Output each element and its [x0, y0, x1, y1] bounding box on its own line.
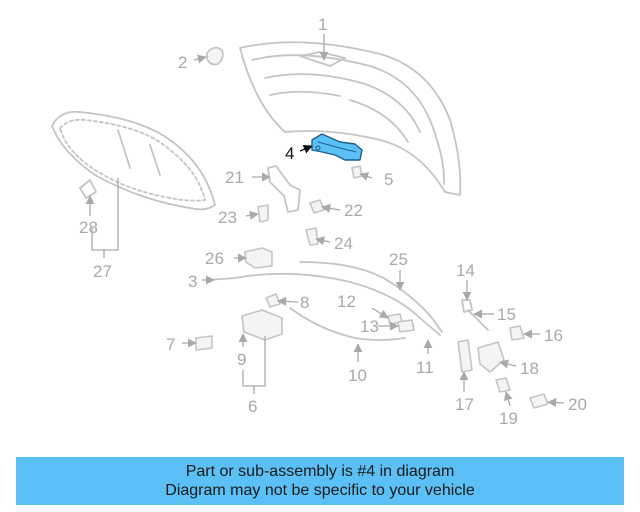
part-7-shape — [195, 335, 213, 351]
callout-8: 8 — [300, 293, 309, 312]
callout-1: 1 — [318, 15, 327, 34]
hood-insulator — [51, 110, 216, 211]
callout-6: 6 — [248, 397, 257, 416]
callout-21: 21 — [225, 168, 244, 187]
callout-2: 2 — [178, 53, 187, 72]
part-15-rod — [467, 309, 489, 331]
part-22-shape — [309, 199, 325, 214]
part-6-handle — [241, 309, 283, 341]
callout-17: 17 — [455, 395, 474, 414]
callout-5: 5 — [384, 170, 393, 189]
part-3-cable — [207, 272, 441, 336]
callout-13: 13 — [360, 317, 379, 336]
callout-12: 12 — [337, 292, 356, 311]
callout-23: 23 — [218, 208, 237, 227]
part-2-shape — [206, 46, 224, 66]
part-19-shape — [495, 377, 511, 393]
callout-14: 14 — [456, 261, 475, 280]
callout-18: 18 — [520, 359, 539, 378]
callout-4: 4 — [285, 144, 294, 163]
part-10-cable — [289, 307, 406, 341]
part-25-seal — [299, 261, 443, 333]
info-banner: Part or sub-assembly is #4 in diagram Di… — [16, 457, 624, 505]
part-14-shape — [461, 299, 473, 313]
callout-15: 15 — [497, 305, 516, 324]
callout-24: 24 — [334, 234, 353, 253]
part-13-shape — [397, 319, 415, 333]
part-28-shape — [79, 179, 97, 199]
part-5-shape — [351, 165, 363, 179]
part-16-shape — [509, 325, 525, 341]
callout-19: 19 — [499, 409, 518, 428]
callout-28: 28 — [79, 218, 98, 237]
callout-11: 11 — [416, 358, 434, 377]
part-24-shape — [305, 227, 319, 246]
callout-26: 26 — [205, 249, 224, 268]
part-17-shape — [457, 339, 473, 373]
callout-10: 10 — [348, 366, 367, 385]
callout-22: 22 — [344, 201, 363, 220]
callout-20: 20 — [568, 395, 587, 414]
callout-9: 9 — [237, 350, 246, 369]
banner-line-2: Diagram may not be specific to your vehi… — [165, 482, 475, 499]
part-4-highlighted — [311, 133, 363, 161]
part-18-shape — [477, 341, 505, 373]
part-21-shape — [267, 165, 301, 213]
parts-diagram: 1 2 3 4 5 6 7 8 9 10 11 12 13 14 15 16 1… — [51, 15, 587, 428]
part-26-shape — [244, 247, 273, 269]
callout-3: 3 — [188, 272, 197, 291]
callout-7: 7 — [166, 335, 175, 354]
callout-27: 27 — [93, 262, 112, 281]
banner-line-1: Part or sub-assembly is #4 in diagram — [185, 463, 455, 480]
callout-16: 16 — [544, 326, 563, 345]
part-8-shape — [265, 293, 281, 308]
part-23-shape — [257, 204, 269, 223]
callout-25: 25 — [389, 250, 408, 269]
hood-panel — [239, 41, 462, 196]
part-20-shape — [529, 393, 549, 409]
